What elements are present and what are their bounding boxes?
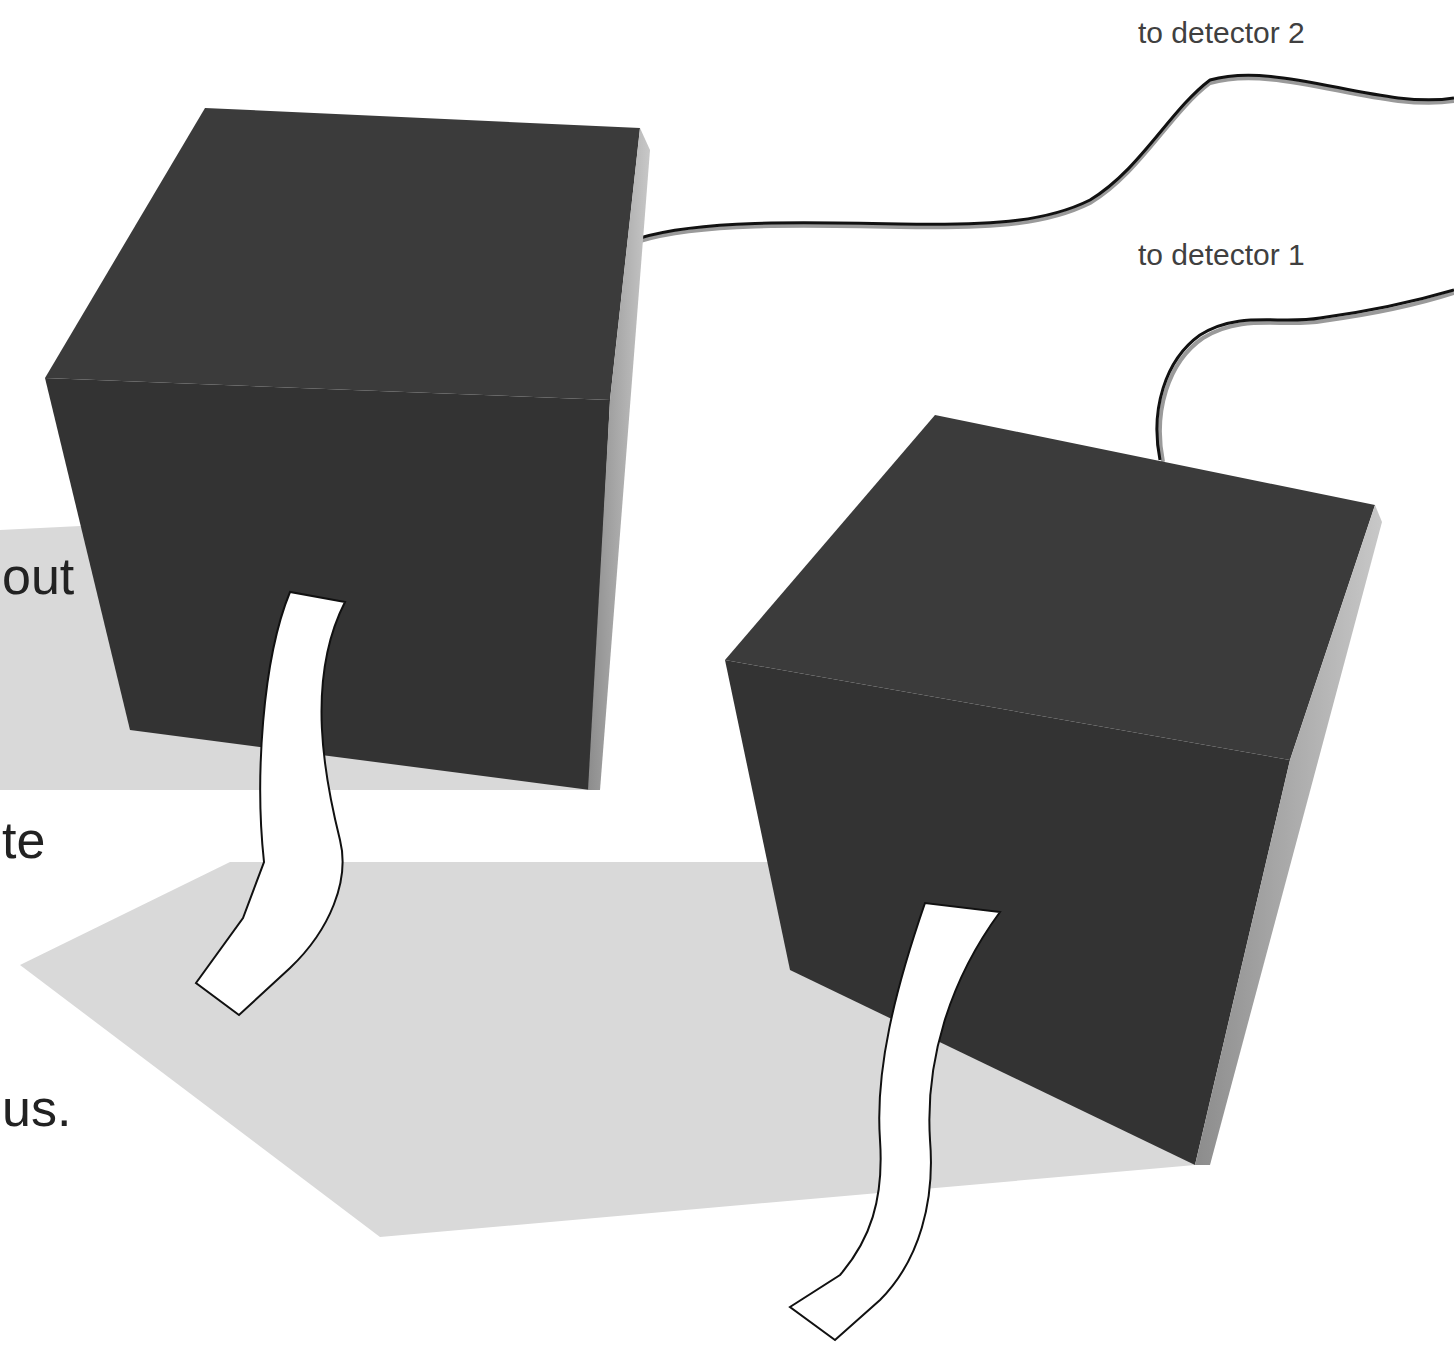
label-holder: te (2, 814, 45, 866)
cube-front (725, 660, 1290, 1165)
wire (640, 75, 1454, 238)
label-holder: us. (2, 1082, 71, 1134)
wire (1157, 290, 1454, 460)
background-text-fragment: out (2, 550, 74, 602)
cube-top (45, 108, 640, 400)
paper-strip (790, 903, 1000, 1340)
label-holder: to detector 1 (1138, 240, 1305, 270)
wire-label: to detector 2 (1138, 18, 1305, 48)
paper-strip (196, 592, 345, 1015)
label-holder: out (2, 550, 74, 602)
cube-front (45, 378, 610, 790)
background-text-fragment: us. (2, 1082, 71, 1134)
background-text-fragment: te (2, 814, 45, 866)
cube-side (1195, 505, 1382, 1165)
cube-side (588, 128, 650, 790)
wire-label: to detector 1 (1138, 240, 1305, 270)
label-holder: to detector 2 (1138, 18, 1305, 48)
